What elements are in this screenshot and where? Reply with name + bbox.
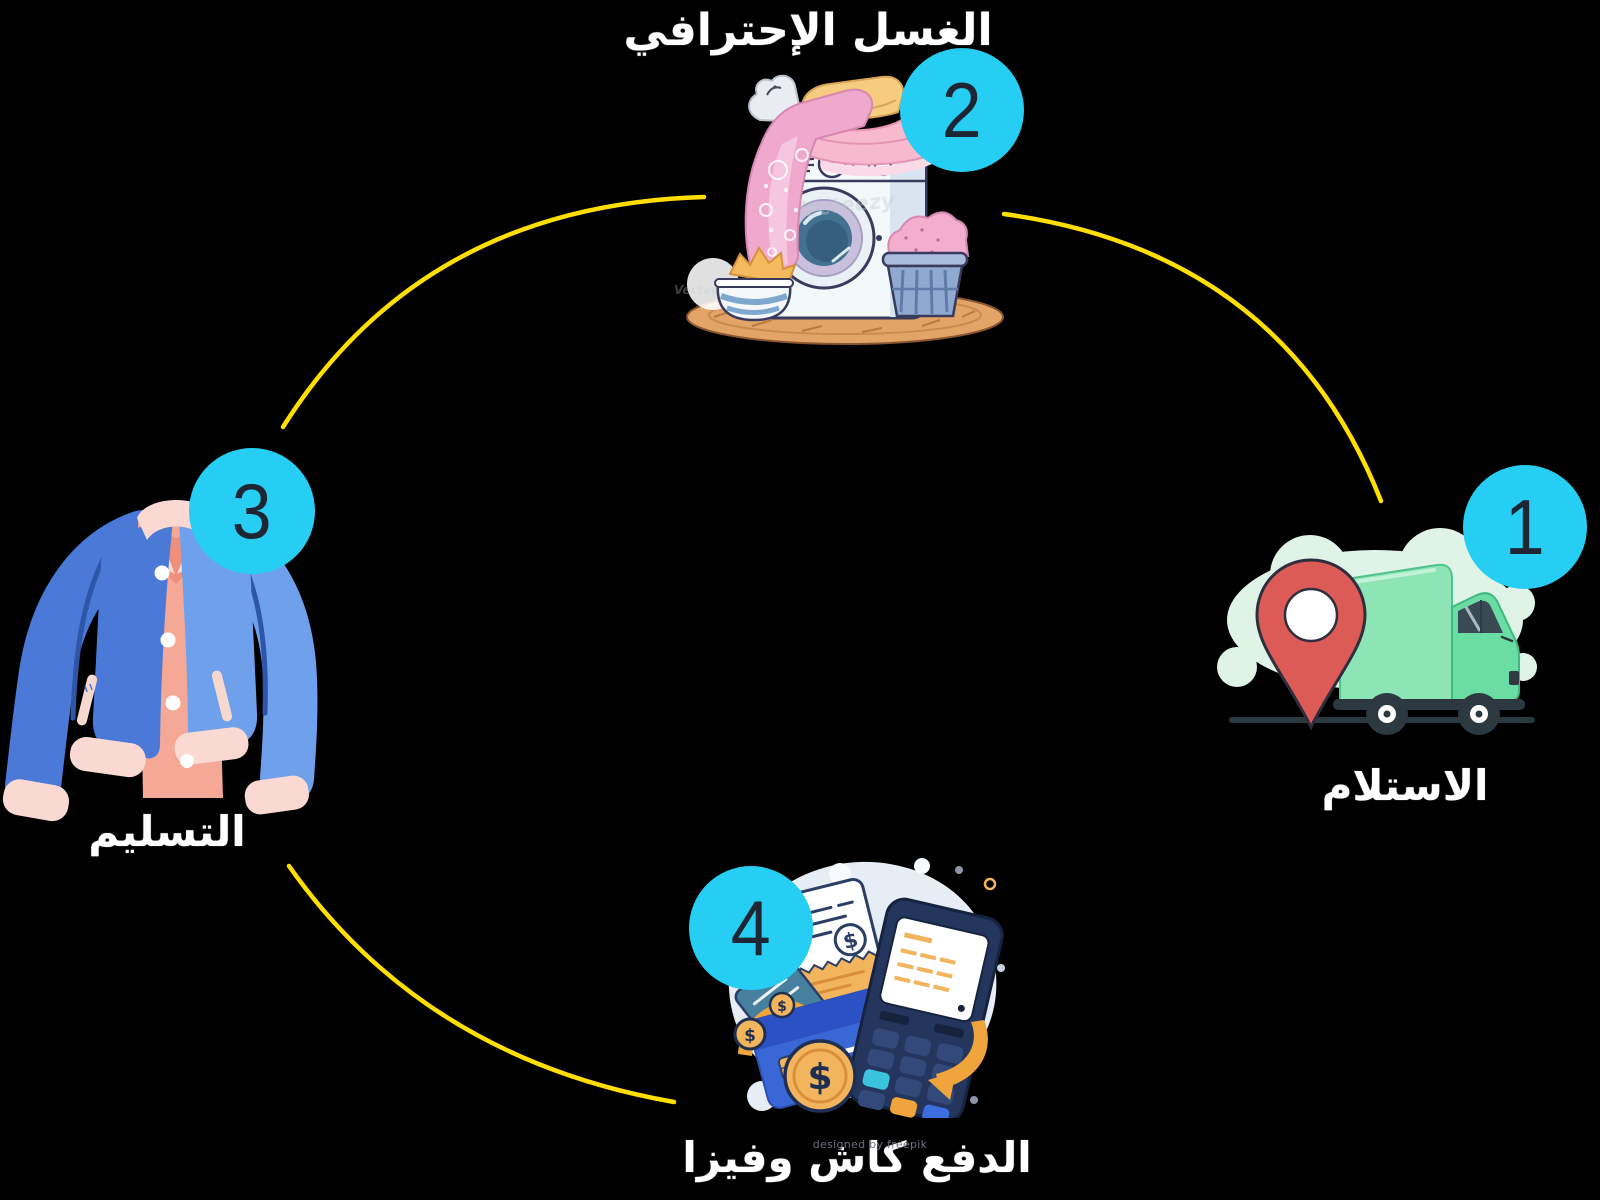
step-3-badge: 3 (189, 448, 315, 574)
step-1-number: 1 (1505, 483, 1545, 571)
left-cuff (2, 779, 70, 822)
connector-arc-washing-to-pickup (1001, 211, 1384, 504)
freepik-credit-watermark: designed by freepik (812, 1138, 928, 1151)
buttons (154, 565, 194, 768)
right-hem (174, 727, 249, 765)
laundry-basket (881, 211, 970, 318)
bowl-with-cloth (714, 246, 797, 322)
wheel-rear (1366, 693, 1408, 735)
dollar-sign: $ (807, 1057, 832, 1098)
connector-arc-delivery-to-payment (286, 863, 677, 1105)
dollar-sign: $ (744, 1026, 756, 1046)
step-4-number: 4 (731, 884, 771, 972)
headlight (1509, 671, 1519, 685)
map-pin-icon (1255, 558, 1367, 731)
wheel-front (1458, 693, 1500, 735)
step-2-number: 2 (942, 66, 982, 154)
keypad (857, 1028, 964, 1111)
truck (1333, 563, 1525, 735)
step-1-badge: 1 (1463, 465, 1587, 589)
dollar-sign: $ (841, 927, 861, 954)
right-pocket (211, 670, 233, 722)
step-3-number: 3 (232, 467, 272, 555)
step-4-badge: 4 (689, 866, 813, 990)
step-3-label: التسليم (88, 807, 246, 856)
connector-arc-washing-to-delivery (280, 194, 707, 430)
delivery-truck-location-illustration (1217, 528, 1537, 735)
step-2-badge: 2 (900, 48, 1024, 172)
dollar-sign: $ (777, 999, 787, 1015)
coins: $ $ $ (733, 991, 857, 1113)
step-2-label: الغسل الإحترافي (623, 5, 993, 56)
washing-machine-laundry-illustration: Vecteezy Vecteezy (674, 74, 1004, 345)
step-1-label: الاستلام (1321, 761, 1489, 810)
left-hem (69, 737, 146, 778)
right-cuff (244, 775, 309, 815)
left-pocket (76, 674, 98, 726)
draped-towel (744, 88, 874, 292)
step-4-label: الدفع كاش وفيزا (682, 1133, 1032, 1182)
right-arrow-icon (928, 1020, 988, 1100)
